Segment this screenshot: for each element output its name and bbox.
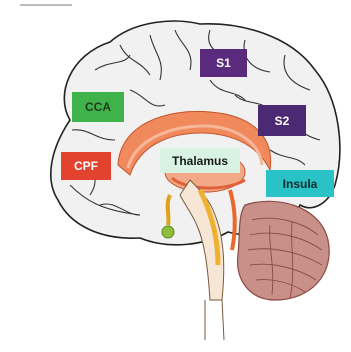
thalamus-label-text: Thalamus — [172, 154, 228, 168]
cca-label-text: CCA — [85, 100, 111, 114]
spinal-cord — [205, 300, 224, 340]
cpf-label: CPF — [61, 152, 111, 180]
cca-label: CCA — [72, 92, 124, 122]
s1-label: S1 — [200, 49, 247, 77]
hypothalamus-stalk — [168, 195, 170, 225]
s2-label-text: S2 — [275, 114, 290, 128]
cpf-label-text: CPF — [74, 159, 98, 173]
insula-label-text: Insula — [283, 177, 318, 191]
pituitary — [162, 226, 174, 238]
s1-label-text: S1 — [216, 56, 231, 70]
thalamus-label: Thalamus — [160, 148, 240, 173]
insula-label: Insula — [266, 170, 334, 197]
s2-label: S2 — [258, 105, 306, 136]
